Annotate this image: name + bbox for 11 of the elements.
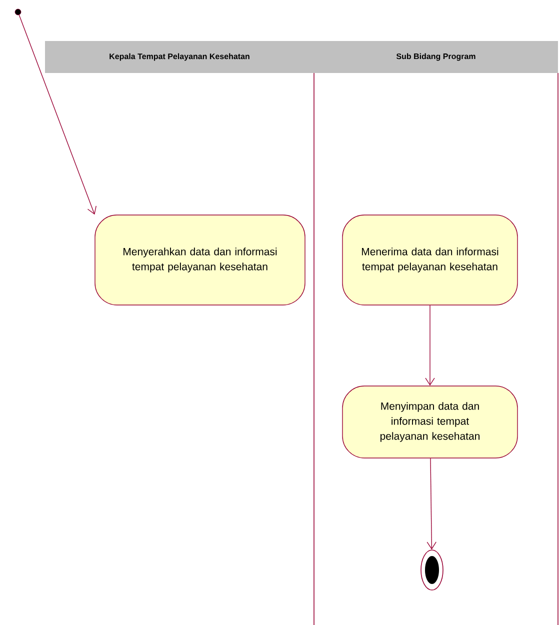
activity-box: Menyerahkan data dan informasi tempat pelayanan kesehatan [94,214,306,306]
end-state [420,550,444,590]
node-label: Kepala Tempat Pelayanan Kesehatan [110,53,250,61]
lane-header: Kepala Tempat Pelayanan Kesehatan [45,41,314,73]
arrow [425,305,435,386]
activity-box: Menerima data dan informasi tempat pelayanan kesehatan [342,214,518,306]
lane-header: Sub Bidang Program [314,41,558,73]
arrow [18,14,96,215]
activity-box: Menyimpan data dan informasi tempat pelayanan kesehatan [342,386,518,458]
arrow [426,458,436,550]
node-label: Sub Bidang Program [396,53,476,61]
